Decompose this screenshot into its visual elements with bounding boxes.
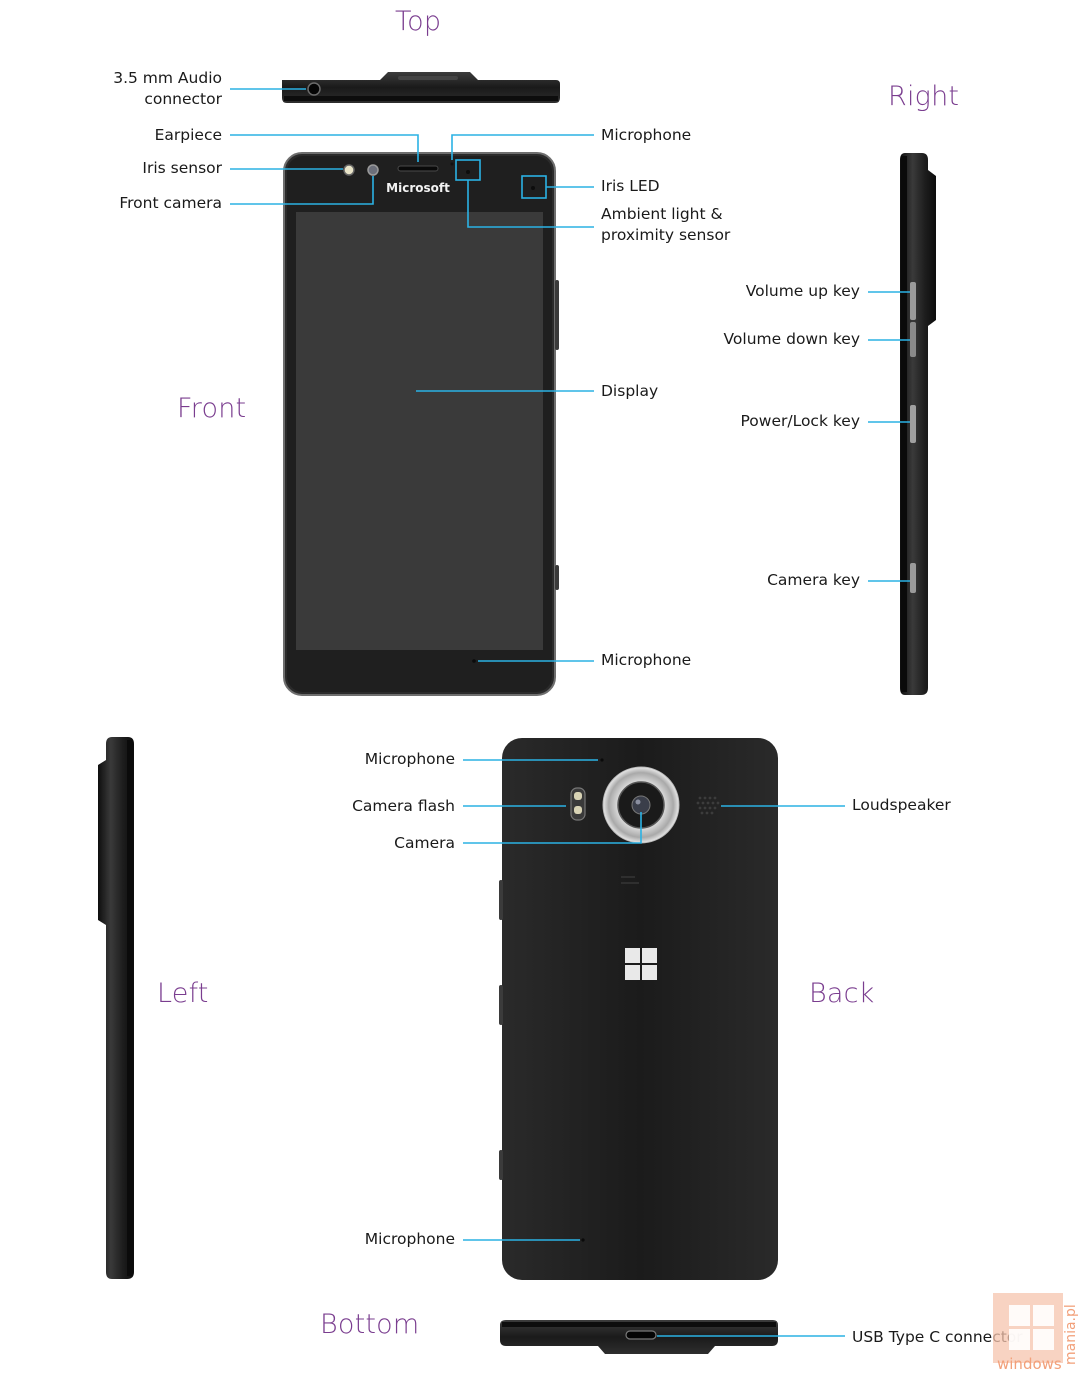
leader-lines xyxy=(230,88,910,1337)
usb-c-port-icon xyxy=(625,1330,657,1340)
section-title-top: Top xyxy=(395,6,442,37)
callout-iris-sensor: Iris sensor xyxy=(142,159,222,177)
volume-up-key xyxy=(910,282,916,320)
iris-sensor-icon xyxy=(343,164,355,176)
callout-audio-connector: 3.5 mm Audio connector xyxy=(113,69,222,108)
loudspeaker-grille xyxy=(696,796,720,815)
callout-loudspeaker: Loudspeaker xyxy=(852,796,951,814)
callout-volume-down-key: Volume down key xyxy=(723,330,860,348)
callout-volume-up-key: Volume up key xyxy=(745,282,860,300)
callout-microphone-back-top: Microphone xyxy=(364,750,455,768)
callout-microphone-top-front: Microphone xyxy=(601,126,692,144)
phone-right-view xyxy=(900,153,936,695)
callout-iris-led: Iris LED xyxy=(601,177,660,195)
front-display xyxy=(296,212,543,650)
callout-ambient-light-sensor: Ambient light & proximity sensor xyxy=(601,205,731,244)
callout-display: Display xyxy=(601,382,659,400)
callout-camera-key: Camera key xyxy=(767,571,860,589)
section-title-right: Right xyxy=(888,81,960,112)
phone-top-view xyxy=(282,72,560,103)
callout-microphone-bottom-front: Microphone xyxy=(601,651,692,669)
section-title-front: Front xyxy=(177,393,247,424)
callout-microphone-back-bottom: Microphone xyxy=(364,1230,455,1248)
front-camera-icon xyxy=(367,164,379,176)
callout-power-lock-key: Power/Lock key xyxy=(740,412,861,430)
camera-key xyxy=(910,563,916,593)
section-title-bottom: Bottom xyxy=(320,1309,420,1340)
callout-camera: Camera xyxy=(394,834,455,852)
section-title-back: Back xyxy=(809,978,875,1009)
callout-camera-flash: Camera flash xyxy=(352,797,455,815)
windows-logo-icon xyxy=(625,948,657,980)
front-brand-wordmark: Microsoft xyxy=(386,181,450,195)
volume-down-key xyxy=(910,322,916,357)
section-title-left: Left xyxy=(157,978,209,1009)
watermark-text-a: windows xyxy=(997,1355,1062,1373)
watermark-text-b: mania.pl xyxy=(1063,1304,1079,1365)
phone-bottom-view xyxy=(500,1320,778,1354)
phone-back-view xyxy=(499,738,778,1280)
callout-usb-c-connector: USB Type C connector xyxy=(852,1328,1023,1346)
callout-earpiece: Earpiece xyxy=(154,126,222,144)
watermark-logo: windows mania.pl xyxy=(993,1293,1081,1379)
audio-jack-icon xyxy=(307,82,321,96)
power-lock-key xyxy=(910,405,916,443)
phone-left-view xyxy=(98,737,134,1279)
callout-front-camera: Front camera xyxy=(119,194,222,212)
earpiece-slot xyxy=(397,165,439,172)
phone-front-view xyxy=(283,152,559,696)
